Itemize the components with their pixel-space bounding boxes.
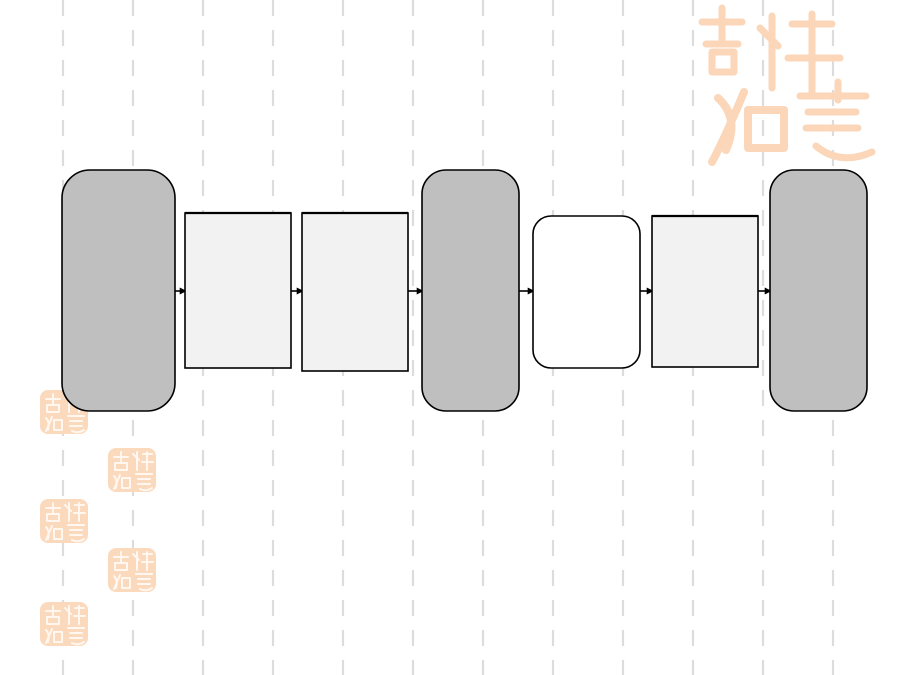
seal-stamp-5 xyxy=(39,601,89,647)
calligraphy-watermark xyxy=(698,4,876,166)
seal-stamps xyxy=(39,389,157,647)
seal-stamp-4 xyxy=(107,547,157,593)
rounded-node xyxy=(532,215,641,369)
process-node-3 xyxy=(651,215,759,368)
seal-stamp-3 xyxy=(39,498,89,544)
flow-nodes xyxy=(61,169,868,412)
process-node-2 xyxy=(301,212,409,372)
terminal-node-2 xyxy=(421,169,520,412)
terminal-node-1 xyxy=(61,169,176,412)
terminal-node-3 xyxy=(769,169,868,412)
seal-stamp-2 xyxy=(107,447,157,493)
process-node-1 xyxy=(184,212,292,369)
